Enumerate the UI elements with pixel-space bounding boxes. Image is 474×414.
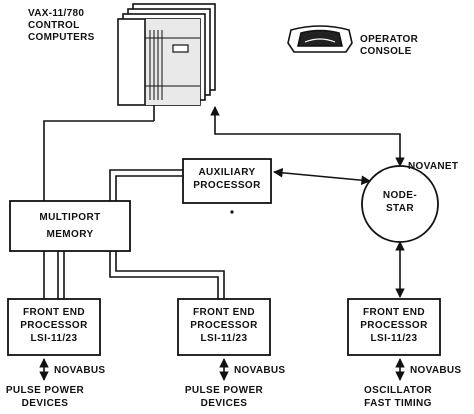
device-label-2: PULSE POWER DEVICES bbox=[178, 384, 270, 410]
device-label-3: OSCILLATOR FAST TIMING bbox=[352, 384, 444, 410]
memory-fe2-line-2 bbox=[110, 251, 218, 299]
front-end-3-label: FRONT END PROCESSOR LSI-11/23 bbox=[348, 306, 440, 345]
console-label: OPERATOR CONSOLE bbox=[360, 34, 418, 58]
novanet-computer-link bbox=[215, 107, 400, 166]
novabus-label-2: NOVABUS bbox=[234, 365, 285, 377]
memory-fe2-line-1 bbox=[116, 251, 224, 299]
front-end-2-label: FRONT END PROCESSOR LSI-11/23 bbox=[178, 306, 270, 345]
novabus-label-3: NOVABUS bbox=[410, 365, 461, 377]
device-label-1: PULSE POWER DEVICES bbox=[0, 384, 90, 410]
aux-to-memory-line-2 bbox=[116, 176, 183, 201]
computers-label: VAX-11/780 CONTROL COMPUTERS bbox=[28, 8, 95, 44]
novanet-aux-link bbox=[274, 172, 370, 181]
novanet-label: NOVANET bbox=[408, 161, 458, 173]
novabus-label-1: NOVABUS bbox=[54, 365, 105, 377]
nodestar-label: NODE- STAR bbox=[362, 189, 438, 215]
multiport-memory-label: MULTIPORT MEMORY bbox=[10, 211, 130, 241]
auxiliary-processor-label: AUXILIARY PROCESSOR bbox=[183, 166, 271, 192]
front-end-1-label: FRONT END PROCESSOR LSI-11/23 bbox=[8, 306, 100, 345]
vax-computers-icon bbox=[118, 4, 215, 105]
stray-mark bbox=[230, 210, 233, 213]
aux-to-memory-line-1 bbox=[110, 170, 183, 201]
computer-to-memory-line bbox=[44, 121, 154, 201]
operator-console-icon bbox=[288, 26, 352, 52]
